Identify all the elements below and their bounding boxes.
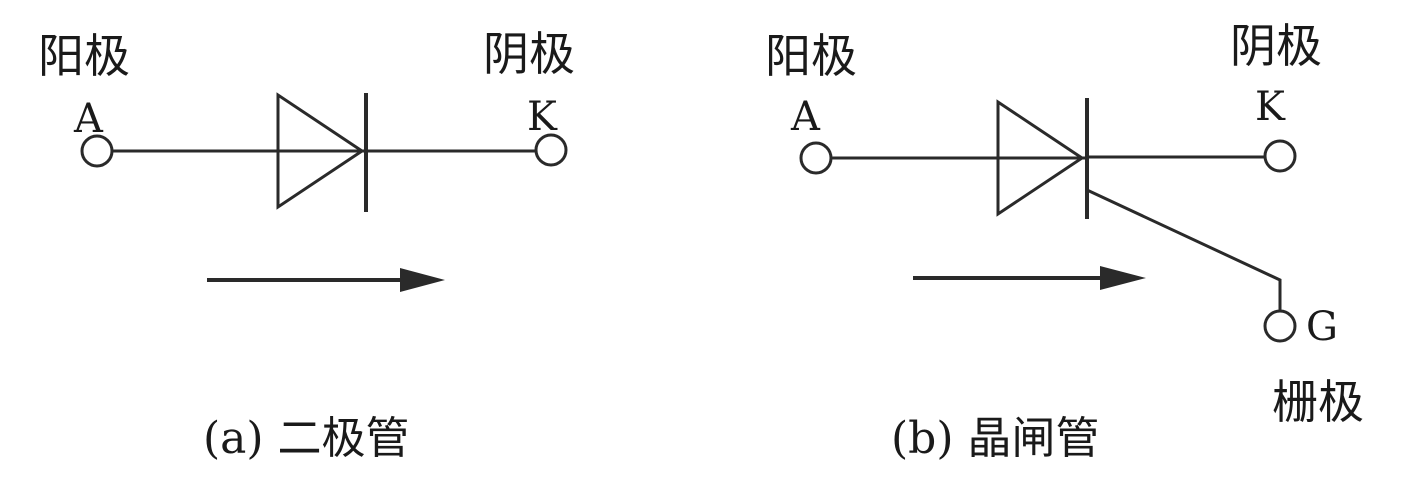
thyristor-anode-terminal xyxy=(799,141,833,175)
thyristor-diagram: 阳极 阴极 A K G 栅极 (b) 晶闸管 xyxy=(765,19,1364,464)
diode-triangle-symbol xyxy=(276,92,365,210)
thyristor-gate-wire xyxy=(1086,188,1282,311)
diode-cathode-terminal xyxy=(534,133,568,167)
thyristor-gate-letter: G xyxy=(1306,304,1338,350)
thyristor-gate-terminal xyxy=(1263,309,1297,343)
diode-current-arrow-head xyxy=(400,268,445,292)
thyristor-cathode-letter: K xyxy=(1255,84,1286,130)
diode-anode-letter: A xyxy=(73,96,104,142)
diode-cathode-label: 阴极 xyxy=(483,27,575,81)
thyristor-triangle-symbol xyxy=(996,99,1085,217)
diode-anode-label: 阳极 xyxy=(38,29,130,83)
diode-cathode-letter: K xyxy=(527,94,558,140)
thyristor-current-arrow-head xyxy=(1100,266,1146,290)
thyristor-cathode-label: 阴极 xyxy=(1230,19,1322,73)
thyristor-gate-label: 栅极 xyxy=(1272,375,1364,429)
diode-caption: (a) 二极管 xyxy=(203,413,410,464)
thyristor-cathode-terminal xyxy=(1263,139,1297,173)
thyristor-anode-label: 阳极 xyxy=(765,29,857,83)
thyristor-caption: (b) 晶闸管 xyxy=(891,413,1099,464)
thyristor-anode-letter: A xyxy=(790,94,821,140)
diode-diagram: 阳极 阴极 A K (a) 二极管 xyxy=(38,27,575,464)
